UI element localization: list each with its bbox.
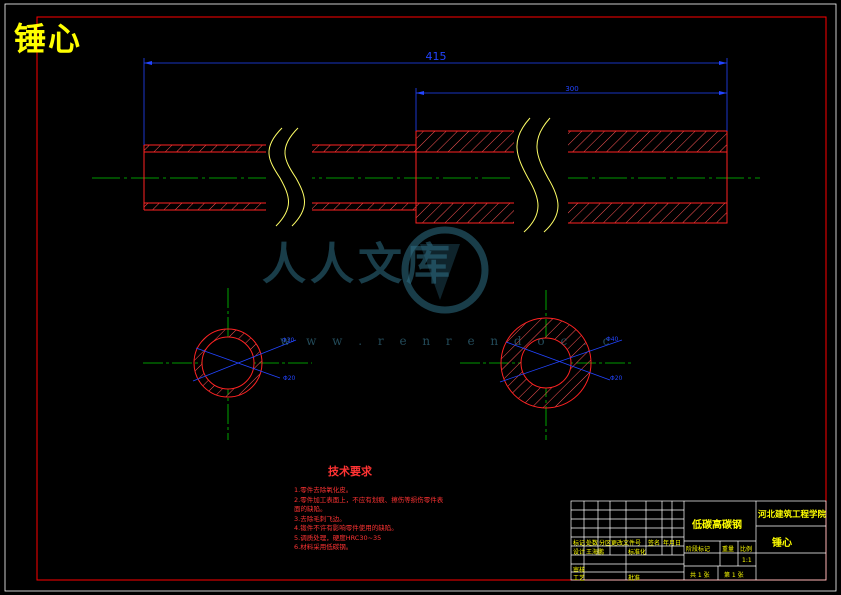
outer-frame	[4, 3, 837, 592]
right-outer-dia-label: Φ40	[606, 336, 619, 343]
dimension-right-segment: 300	[415, 85, 727, 131]
tb-stage-mark-label: 阶段标记	[686, 546, 711, 553]
break-line-left-a	[268, 127, 289, 227]
dimension-overall: 415	[143, 50, 728, 145]
left-inner-dia-label: Φ20	[283, 375, 296, 382]
break-line-right-a	[516, 117, 539, 233]
title-block	[570, 500, 827, 581]
tb-label-date: 年月日	[663, 540, 682, 547]
watermark-text: 人人文库	[262, 239, 454, 290]
cross-section-right: Φ40 Φ20	[460, 290, 631, 440]
tb-scale: 1:1	[742, 557, 752, 564]
tech-requirement-item: 5.调质处理，硬度HRC30~35	[294, 533, 382, 542]
tb-designer-label: 设计	[573, 549, 586, 556]
break-line-left-b	[284, 127, 305, 227]
cross-section-left: Φ30 Φ20	[143, 288, 312, 440]
tb-label-count: 处数	[586, 540, 599, 547]
dimension-right-segment-label: 300	[565, 85, 578, 93]
break-line-right-b	[536, 117, 559, 233]
drawing-border	[36, 16, 827, 581]
tech-requirement-item: 2.零件加工表面上，不应有划痕、擦伤等损伤零件表面的缺陷。	[294, 495, 444, 514]
tb-school: 河北建筑工程学院	[758, 510, 827, 520]
dimension-overall-label: 415	[426, 50, 447, 63]
tb-material: 低碳高碳钢	[692, 520, 742, 531]
tb-ratio-label: 比例	[740, 546, 753, 553]
tb-label-zone: 分区	[599, 540, 612, 547]
left-outer-dia-label: Φ30	[282, 337, 295, 344]
tech-requirement-item: 1.零件去除氧化皮。	[294, 486, 353, 494]
tb-label-change-doc: 更改文件号	[611, 540, 642, 547]
tb-part-name: 锤心	[772, 538, 792, 549]
tech-requirement-item: 3.去除毛刺飞边。	[294, 514, 346, 523]
tb-process-label: 工艺	[573, 575, 586, 582]
right-inner-dia-label: Φ20	[610, 375, 623, 382]
watermark-logo	[401, 226, 489, 314]
right-pipe-section	[415, 130, 728, 224]
tech-requirement-item: 6.材料采用低碳钢。	[294, 543, 353, 551]
tech-requirement-item: 4.锻件不许有影响零件使用的缺陷。	[294, 524, 398, 532]
drawing-title: 锤心	[14, 20, 83, 58]
tb-reviewer-label: 审核	[573, 567, 586, 574]
tb-sheet-number: 第 1 张	[724, 572, 744, 579]
tb-label-signature: 签名	[648, 540, 661, 547]
watermark-url: w w w . r e n r e n d o c . c	[280, 334, 616, 348]
tech-requirements-heading: 技术要求	[328, 465, 372, 478]
tb-designer-name: 王海鹏	[586, 549, 605, 556]
tb-label-mark: 标记	[573, 540, 586, 547]
tb-sheets-total: 共 1 张	[690, 572, 710, 579]
tb-standardization-label: 标准化	[628, 549, 647, 556]
tech-requirements-list: 1.零件去除氧化皮。 2.零件加工表面上，不应有划痕、擦伤等损伤零件表面的缺陷。…	[294, 486, 444, 553]
tb-approve-label: 批准	[628, 575, 641, 582]
tb-weight-label: 重量	[722, 546, 735, 553]
